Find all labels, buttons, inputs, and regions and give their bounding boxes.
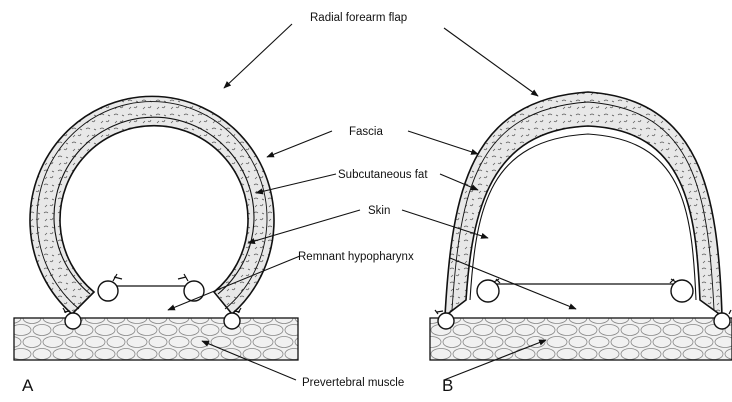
- panel-label-b: B: [442, 376, 453, 395]
- label-fascia: Fascia: [349, 126, 383, 138]
- panel-label-a: A: [22, 376, 34, 395]
- prevertebral-muscle-b: [430, 318, 732, 360]
- label-remnant-hypopharynx: Remnant hypopharynx: [298, 251, 414, 263]
- label-radial-forearm-flap: Radial forearm flap: [310, 12, 407, 24]
- label-prevertebral-muscle: Prevertebral muscle: [302, 377, 404, 389]
- label-subcutaneous-fat: Subcutaneous fat: [338, 169, 428, 181]
- prevertebral-muscle-a: [14, 318, 298, 360]
- arrow-fascia-b: [408, 131, 478, 154]
- arrow-flap-a: [224, 24, 292, 88]
- arrow-flap-b: [444, 28, 538, 96]
- arrow-fascia-a: [267, 131, 332, 157]
- label-skin: Skin: [368, 205, 390, 217]
